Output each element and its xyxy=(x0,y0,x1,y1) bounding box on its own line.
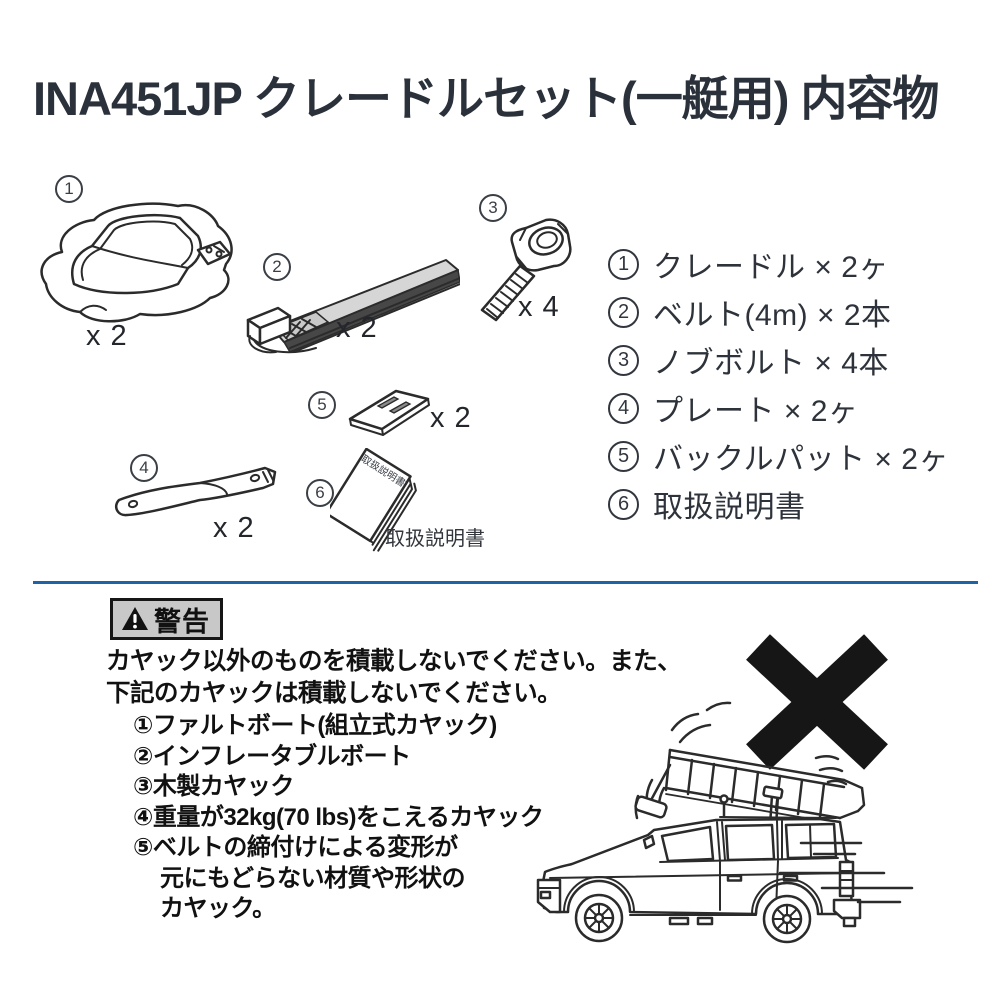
rear-wheel xyxy=(762,894,812,944)
part-number-badge-5: 5 xyxy=(308,391,336,419)
parts-list-text-3: ノブボルト × 4本 xyxy=(653,347,889,380)
knob-bolt-illustration xyxy=(480,218,572,322)
knob-bolt-qty-label: x 4 xyxy=(518,291,560,323)
list-number-badge-4: 4 xyxy=(608,392,639,424)
plate-illustration xyxy=(115,466,277,517)
front-wheel xyxy=(574,893,624,943)
door-handle xyxy=(726,874,743,882)
parts-list-text-6: 取扱説明書 xyxy=(653,491,806,524)
part-number-1: 1 xyxy=(64,179,74,198)
parts-list-text-2: ベルト(4m) × 2本 xyxy=(653,299,892,332)
parts-list-text-1: クレードル × 2ヶ xyxy=(653,251,889,284)
belt-qty-label: x 2 xyxy=(336,312,378,344)
warning-intro-line-1: カヤック以外のものを積載しないでください。また、 xyxy=(106,648,682,675)
parts-list-text-4: プレート × 2ヶ xyxy=(653,395,859,428)
car-illustration xyxy=(536,794,862,944)
parts-list-row-2: 2 ベルト(4m) × 2本 xyxy=(608,288,949,336)
speed-lines xyxy=(778,841,914,904)
warning-list-line-6: 元にもどらない材質や形状の xyxy=(160,864,466,892)
part-number-badge-1: 1 xyxy=(55,175,83,203)
manual-caption: 取扱説明書 xyxy=(385,528,485,550)
buckle-pad-qty-label: x 2 xyxy=(430,402,472,434)
parts-list-row-1: 1 クレードル × 2ヶ xyxy=(608,240,949,288)
ladder xyxy=(634,748,866,828)
parts-diagram: 1 x 2 2 x 2 3 x 4 5 xyxy=(0,140,600,570)
belt-illustration xyxy=(246,259,460,354)
cradle-illustration xyxy=(40,202,233,323)
warning-list-line-3: ③木製カヤック xyxy=(133,773,294,800)
part-number-badge-2: 2 xyxy=(263,253,291,281)
list-number-badge-1: 1 xyxy=(608,248,639,280)
parts-list-row-6: 6 取扱説明書 xyxy=(608,480,949,528)
list-number-badge-3: 3 xyxy=(608,344,639,376)
part-number-2: 2 xyxy=(272,257,282,276)
vibration-arcs xyxy=(634,701,848,820)
side-mirror xyxy=(642,834,656,850)
warning-list-line-7: カヤック。 xyxy=(160,895,276,922)
prohibition-illustration xyxy=(536,634,914,944)
cradle-qty-label: x 2 xyxy=(86,320,128,352)
part-number-4: 4 xyxy=(139,458,149,477)
parts-list-row-4: 4 プレート × 2ヶ xyxy=(608,384,949,432)
buckle-pad-illustration xyxy=(348,389,430,436)
parts-list: 1 クレードル × 2ヶ 2 ベルト(4m) × 2本 3 ノブボルト × 4本… xyxy=(608,240,949,528)
rear-bumper xyxy=(832,898,862,920)
page-title: INA451JP クレードルセット(一艇用) 内容物 xyxy=(33,72,939,125)
prohibition-x-mark xyxy=(746,634,888,770)
warning-list-line-1: ①ファルトボート(組立式カヤック) xyxy=(133,712,497,739)
part-number-badge-3: 3 xyxy=(479,194,507,222)
warning-list-line-4: ④重量が32kg(70 lbs)をこえるカヤック xyxy=(133,803,544,831)
part-number-badge-6: 6 xyxy=(306,479,334,507)
warning-intro: カヤック以外のものを積載しないでください。また、 下記のカヤックは積載しないでく… xyxy=(106,646,686,710)
manual-illustration: 取扱説明書 xyxy=(330,448,417,552)
warning-intro-line-2: 下記のカヤックは積載しないでください。 xyxy=(106,680,562,707)
part-number-6: 6 xyxy=(315,483,325,502)
part-number-5: 5 xyxy=(317,395,327,414)
section-divider xyxy=(33,581,978,584)
list-number-badge-5: 5 xyxy=(608,440,639,472)
warning-list-line-5: ⑤ベルトの締付けによる変形が xyxy=(133,834,458,861)
warning-list: ①ファルトボート(組立式カヤック) ②インフレータブルボート ③木製カヤック ④… xyxy=(133,711,613,925)
warning-list-line-2: ②インフレータブルボート xyxy=(133,742,411,770)
parts-list-text-5: バックルパット × 2ヶ xyxy=(653,443,949,476)
part-number-badge-4: 4 xyxy=(130,454,158,482)
warning-badge: 警告 xyxy=(110,598,223,640)
part-number-3: 3 xyxy=(488,198,498,217)
parts-list-row-5: 5 バックルパット × 2ヶ xyxy=(608,432,949,480)
list-number-badge-2: 2 xyxy=(608,296,639,328)
plate-qty-label: x 2 xyxy=(213,512,255,544)
parts-list-row-3: 3 ノブボルト × 4本 xyxy=(608,336,949,384)
list-number-badge-6: 6 xyxy=(608,488,639,520)
warning-triangle-icon xyxy=(122,607,148,630)
warning-badge-label: 警告 xyxy=(154,606,210,637)
